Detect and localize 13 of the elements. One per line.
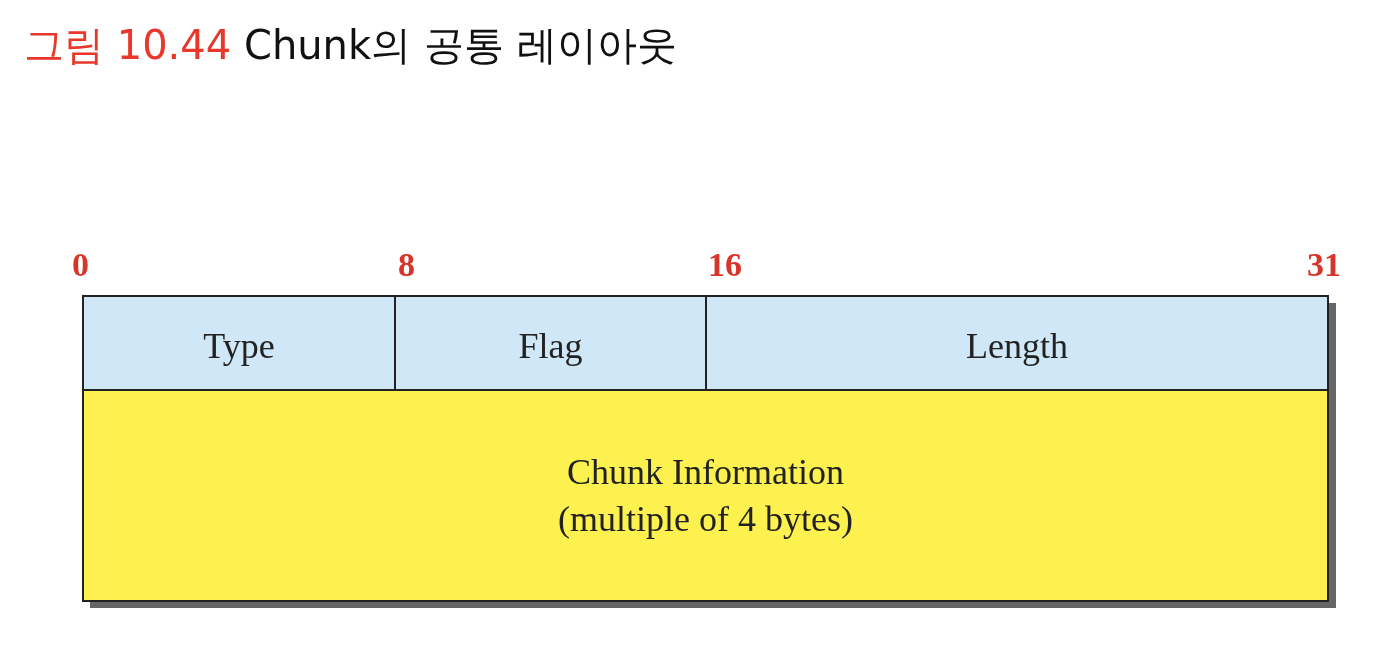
figure-title: 그림 10.44 Chunk의 공통 레이아웃 — [24, 21, 677, 70]
field-label: Length — [966, 324, 1068, 368]
bit-position-label: 31 — [1307, 246, 1341, 284]
payload-field — [82, 389, 1329, 602]
bit-position-label: 0 — [72, 246, 89, 284]
field-label: Type — [203, 324, 275, 368]
field-label: Chunk Information (multiple of 4 bytes) — [557, 450, 854, 541]
field-label: Flag — [518, 324, 583, 368]
bit-position-label: 8 — [398, 246, 415, 284]
header-field — [82, 295, 396, 391]
header-field — [394, 295, 707, 391]
header-field — [705, 295, 1329, 391]
bit-position-label: 16 — [708, 246, 742, 284]
